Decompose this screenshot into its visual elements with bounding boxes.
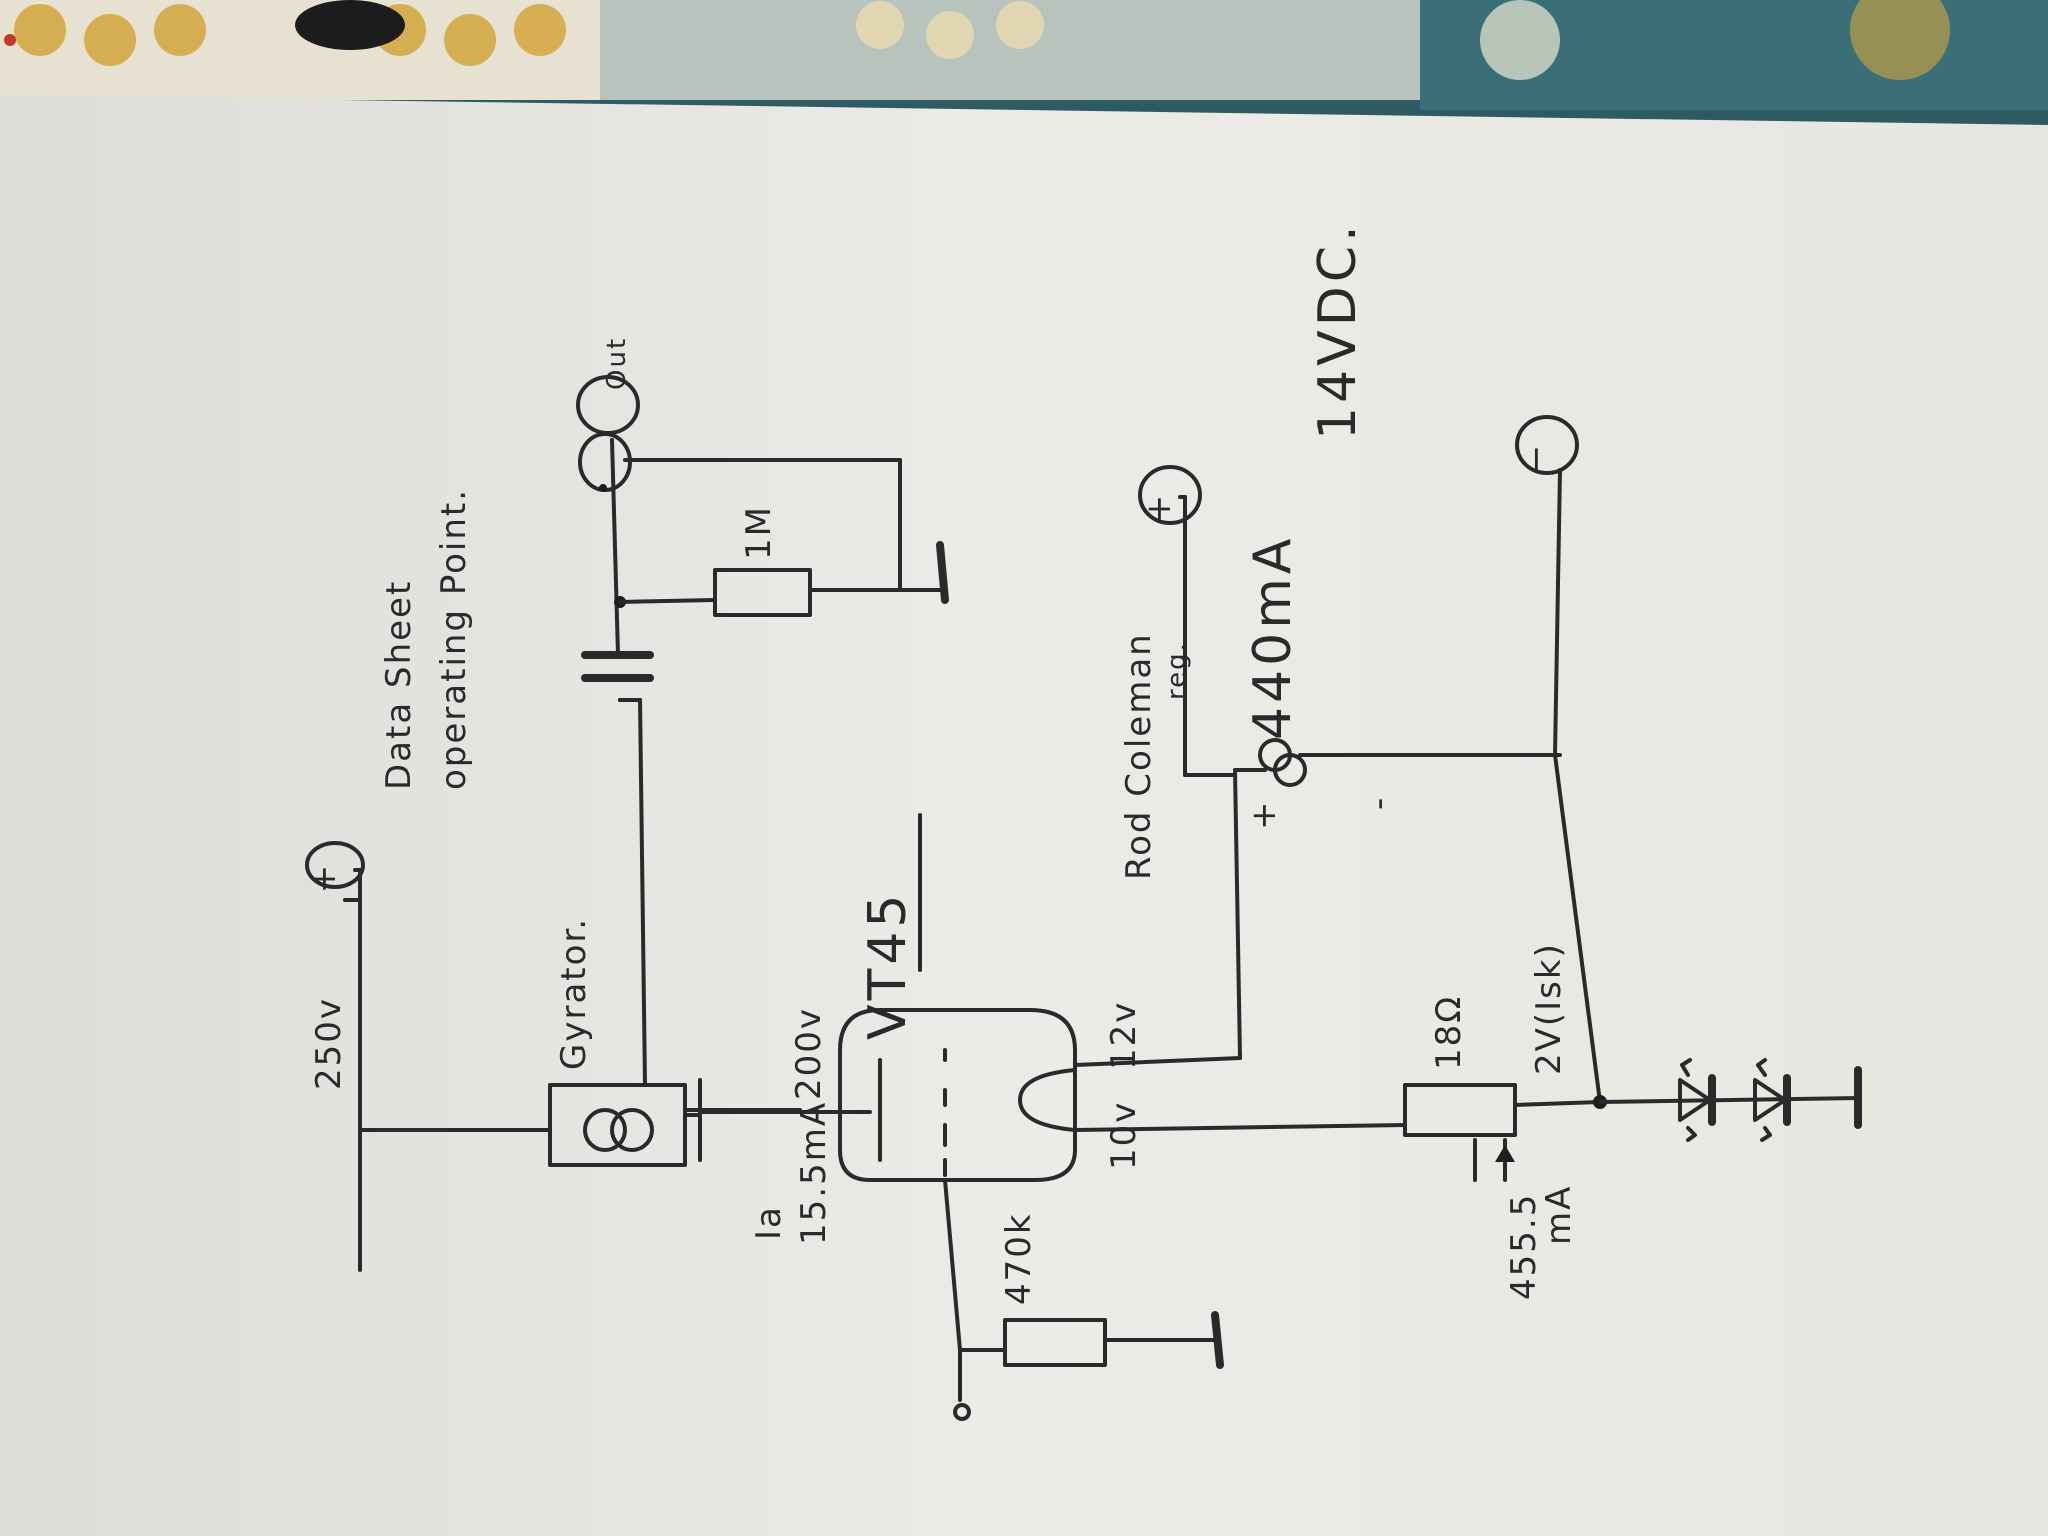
output-terminal [578, 432, 632, 492]
regulator-minus-label: - [1359, 796, 1399, 810]
gyrator-label: Gyrator. [554, 917, 594, 1070]
output-resistor-label: 1M [739, 505, 779, 560]
dc-voltage-label: 14VDC. [1308, 221, 1368, 440]
filament-current-unit-label: mA [1539, 1185, 1579, 1245]
anode-voltage-label: 200v [789, 1007, 829, 1100]
tube-name-label: VT45 [858, 890, 918, 1040]
regulator-plus-terminal-symbol: + [1139, 493, 1179, 524]
output-label: Out [602, 337, 632, 390]
regulator-plus-terminal [1138, 465, 1202, 525]
dc-voltage-text: 14VDC. [1308, 221, 1368, 440]
anode-current-value-text: 15.5mA [794, 1101, 834, 1245]
negative-terminal [1515, 415, 1579, 475]
output-resistor [713, 568, 812, 617]
filament-plus-voltage-text: 12v [1104, 1001, 1144, 1070]
gyrator [548, 1078, 802, 1167]
negative-terminal-symbol: − [1516, 443, 1556, 474]
tablecloth-background [0, 0, 2048, 120]
coupling-capacitor [581, 438, 654, 702]
sense-voltage-label: 2V(Isk) [1529, 942, 1569, 1075]
sense-voltage-text: 2V(Isk) [1529, 942, 1569, 1075]
supply-plus-symbol: + [304, 863, 344, 894]
anode-current-label: Ia [749, 1205, 789, 1240]
grid-resistor [1003, 1318, 1107, 1367]
output-text: Out [602, 337, 632, 390]
regulator-line2-text: reg. [1162, 641, 1192, 700]
grid-input-terminal [953, 1403, 971, 1421]
datasheet-line2-text: operating Point. [434, 488, 474, 790]
regulator-current-label: 440mA [1243, 535, 1303, 740]
grid-resistor-text: 470k [999, 1212, 1039, 1305]
filament-plus-voltage-label: 12v [1104, 1001, 1144, 1070]
regulator-plus-label: + [1244, 800, 1284, 831]
negative-terminal-label: − [1516, 443, 1556, 474]
bias-leds [1593, 1058, 1862, 1142]
filament-current-unit-text: mA [1539, 1185, 1579, 1245]
datasheet-note-line1: Data Sheet [379, 580, 419, 790]
regulator-plus-text: + [1244, 800, 1284, 831]
output-resistor-text: 1M [739, 505, 779, 560]
grid-circuit [943, 1178, 1224, 1421]
output-ground-symbol [936, 541, 949, 604]
regulator-minus-text: - [1359, 796, 1399, 810]
filament-minus-voltage-label: 10v [1104, 1101, 1144, 1170]
filament-minus-voltage-text: 10v [1104, 1101, 1144, 1170]
supply-terminal-plus: + [304, 841, 365, 894]
grid-ground-symbol [1211, 1311, 1224, 1369]
anode-current-value: 15.5mA [794, 1101, 834, 1245]
sense-resistor [1403, 1083, 1602, 1137]
sense-resistor-label: 18Ω [1429, 995, 1469, 1070]
gyrator-text: Gyrator. [554, 917, 594, 1070]
filament [1018, 1068, 1077, 1132]
negative-rail [1553, 468, 1602, 1104]
anode-voltage-text: 200v [789, 1007, 829, 1100]
supply-voltage-label: 250v [309, 997, 349, 1090]
current-arrow-head [1495, 1145, 1515, 1162]
supply-rail [343, 868, 552, 1272]
coupling-wire [638, 698, 647, 1087]
filament-current-value-label: 455.5 [1504, 1193, 1544, 1300]
regulator-line1-text: Rod Coleman [1119, 632, 1159, 880]
sense-resistor-text: 18Ω [1429, 995, 1469, 1070]
regulator-current-text: 440mA [1243, 535, 1303, 740]
out-bubble [576, 375, 640, 435]
regulator-label-line2: reg. [1162, 641, 1192, 700]
datasheet-line1-text: Data Sheet [379, 580, 419, 790]
regulator-plus-terminal-label: + [1139, 493, 1179, 524]
anode-current-label-text: Ia [749, 1205, 789, 1240]
supply-voltage-text: 250v [309, 997, 349, 1090]
datasheet-note-line2: operating Point. [434, 488, 474, 790]
tube-name-text: VT45 [858, 890, 918, 1040]
output-network [578, 432, 949, 617]
filament-plus-wire [1073, 1056, 1242, 1067]
regulator [1178, 495, 1562, 787]
filament-minus-wire [1073, 1123, 1407, 1132]
regulator-label-line1: Rod Coleman [1119, 632, 1159, 880]
filament-current-value-text: 455.5 [1504, 1193, 1544, 1300]
triode-vt45 [838, 1008, 1077, 1182]
grid-resistor-label: 470k [999, 1212, 1039, 1305]
